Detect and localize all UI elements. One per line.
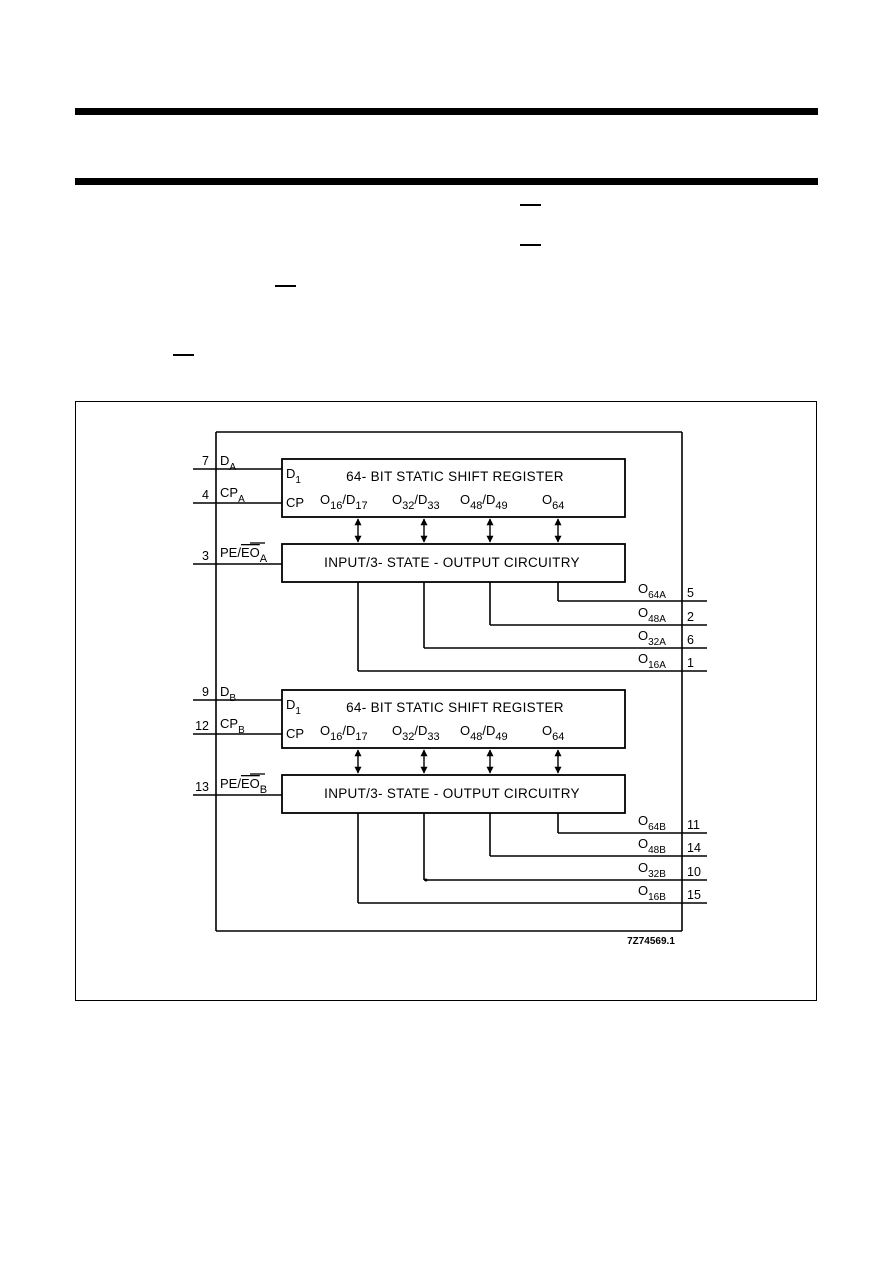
section-a-output-pin-number: 6 xyxy=(687,633,694,647)
section-a-output-label: O48A xyxy=(638,605,666,625)
section-a-output-pin-number: 2 xyxy=(687,610,694,624)
section-a-register-title: 64- BIT STATIC SHIFT REGISTER xyxy=(346,469,564,484)
section-b-pe-eo-label: PE/EOB xyxy=(220,776,267,796)
section-b-output-label: O32B xyxy=(638,860,666,880)
section-a-tap-label: O48/D49 xyxy=(460,492,508,512)
section-b-tap-label: O32/D33 xyxy=(392,723,440,743)
section-b-pin-pe-number: 13 xyxy=(195,780,209,794)
junction-dot xyxy=(424,878,428,882)
top-rule xyxy=(75,108,818,115)
section-b-output-label: O48B xyxy=(638,836,666,856)
section-a-data-input-label: DA xyxy=(220,453,236,473)
section-b-clock-input-label: CPB xyxy=(220,716,245,736)
section-a-output-label: O16A xyxy=(638,651,666,671)
header-rule xyxy=(75,178,818,185)
figure-frame xyxy=(75,401,817,1001)
section-b-output-pin-number: 11 xyxy=(687,818,700,832)
section-a-register-d-input: D1 xyxy=(286,466,301,486)
overline-mark xyxy=(520,244,541,246)
section-a-pe-eo-label: PE/EOA xyxy=(220,545,268,565)
section-a-tap-label: O16/D17 xyxy=(320,492,368,512)
section-a-output-circuitry-block xyxy=(281,543,626,583)
section-b-output-label: O16B xyxy=(638,883,666,903)
section-a-tap-label: O32/D33 xyxy=(392,492,440,512)
section-b-tap-label: O16/D17 xyxy=(320,723,368,743)
section-b-register-cp-input: CP xyxy=(286,726,304,741)
section-a-output-pin-number: 1 xyxy=(687,656,694,670)
section-b-shift-register-block xyxy=(281,689,626,749)
section-b-output-circuitry-block xyxy=(281,774,626,814)
section-a-register-cp-input: CP xyxy=(286,495,304,510)
section-b-pin-d-number: 9 xyxy=(202,685,209,699)
section-b-tap-label: O48/D49 xyxy=(460,723,508,743)
figure-reference: 7Z74569.1 xyxy=(627,936,675,947)
section-a-clock-input-label: CPA xyxy=(220,485,245,505)
section-b-output-pin-number: 10 xyxy=(687,865,701,879)
section-b-output-pin-number: 14 xyxy=(687,841,701,855)
section-a-output-circuitry-title: INPUT/3- STATE - OUTPUT CIRCUITRY xyxy=(324,555,580,570)
overline-mark xyxy=(275,285,296,287)
section-b-output-label: O64B xyxy=(638,813,666,833)
section-b-data-input-label: DB xyxy=(220,684,236,704)
overline-mark xyxy=(520,204,541,206)
section-a-output-label: O64A xyxy=(638,581,666,601)
section-b-tap-label: O64 xyxy=(542,723,564,743)
section-a-pin-pe-number: 3 xyxy=(202,549,209,563)
section-a-output-label: O32A xyxy=(638,628,666,648)
section-a-shift-register-block xyxy=(281,458,626,518)
section-a-pin-cp-number: 4 xyxy=(202,488,209,502)
section-b-register-d-input: D1 xyxy=(286,697,301,717)
section-a-output-pin-number: 5 xyxy=(687,586,694,600)
section-a-tap-label: O64 xyxy=(542,492,564,512)
section-a-pin-d-number: 7 xyxy=(202,454,209,468)
section-b-output-circuitry-title: INPUT/3- STATE - OUTPUT CIRCUITRY xyxy=(324,786,580,801)
overline-mark xyxy=(173,354,194,356)
section-b-output-pin-number: 15 xyxy=(687,888,701,902)
section-b-register-title: 64- BIT STATIC SHIFT REGISTER xyxy=(346,700,564,715)
section-b-pin-cp-number: 12 xyxy=(195,719,209,733)
